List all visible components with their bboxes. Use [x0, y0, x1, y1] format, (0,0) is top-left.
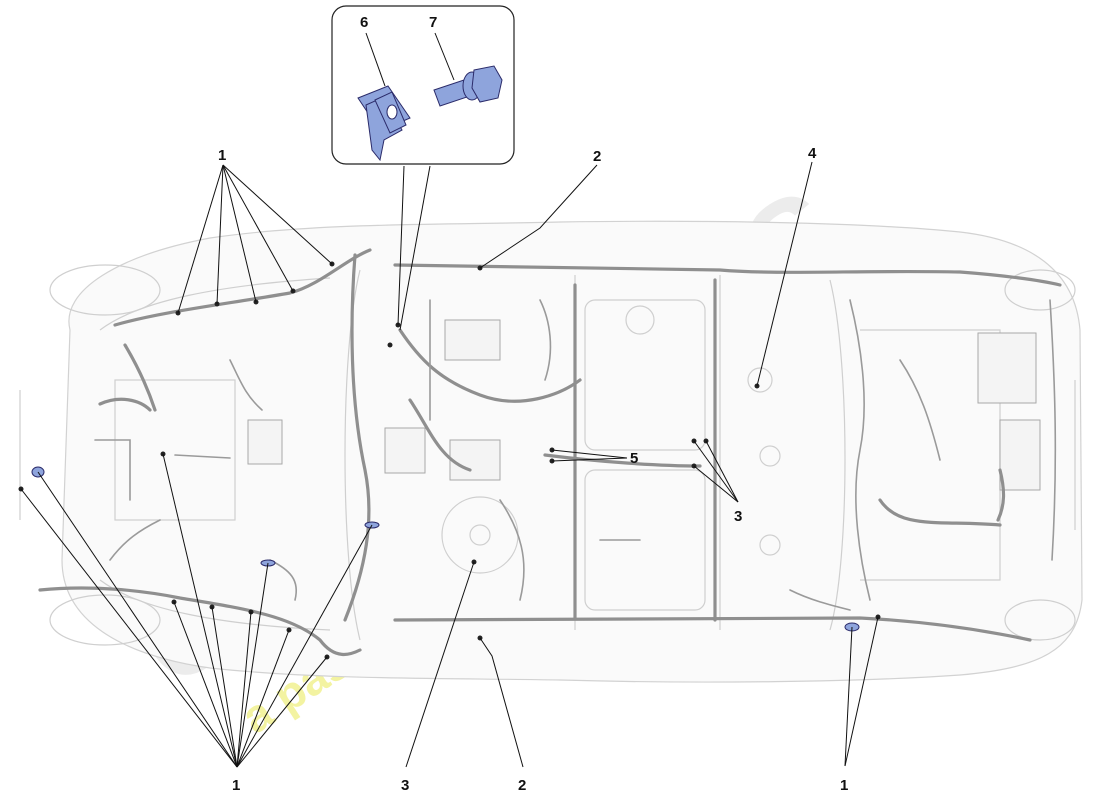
callout-1-bottom: 1 — [232, 777, 240, 794]
callout-7: 7 — [429, 14, 437, 31]
wiring-harness — [38, 248, 1062, 656]
flange-bolt-icon — [433, 65, 503, 107]
callout-1-top: 1 — [218, 147, 226, 164]
leader-line — [434, 32, 455, 81]
leader-line — [365, 32, 386, 87]
callout-4: 4 — [808, 145, 817, 162]
clip-marker — [253, 299, 259, 305]
callout-2-bottom: 2 — [518, 777, 526, 794]
leader-lines — [20, 161, 879, 768]
callout-6: 6 — [360, 14, 368, 31]
callouts: 1 1 1 2 2 3 3 4 5 — [218, 145, 848, 794]
clip-marker — [387, 342, 393, 348]
callout-5: 5 — [630, 450, 638, 467]
callout-2-top: 2 — [593, 148, 601, 165]
callout-1-right: 1 — [840, 777, 848, 794]
callout-3-right: 3 — [734, 508, 742, 525]
u-nut-clip-icon — [357, 85, 411, 162]
callout-3-bottom: 3 — [401, 777, 409, 794]
parts-inset: 6 7 — [331, 5, 515, 165]
